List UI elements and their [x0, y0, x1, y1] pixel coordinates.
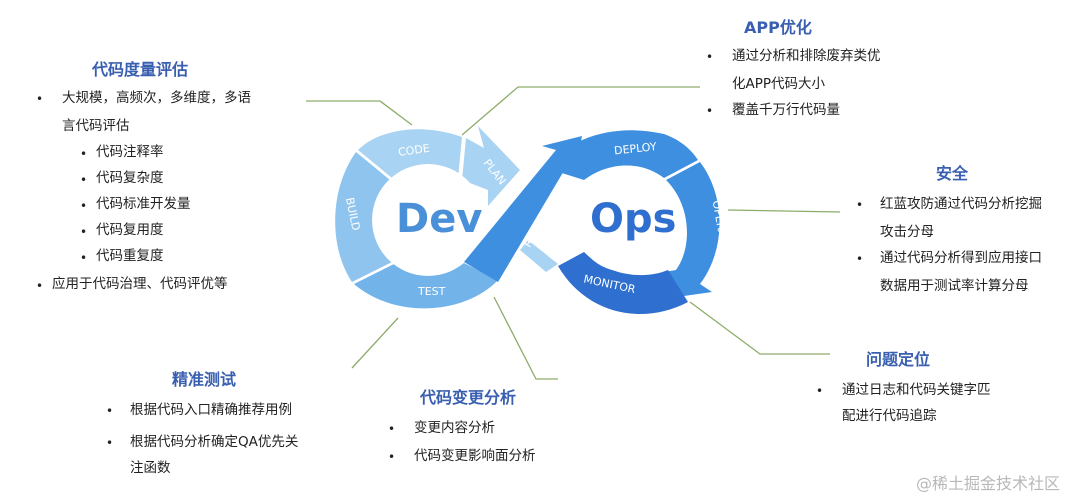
leader-line-security — [727, 209, 841, 213]
build-segment — [335, 152, 392, 282]
plan-segment — [462, 126, 520, 206]
metrics-sub-item: 代码注释率 — [96, 144, 164, 160]
metrics-line-3: 应用于代码治理、代码评优等 — [52, 276, 228, 292]
security-title: 安全 — [936, 164, 969, 183]
bullet-dot: • — [856, 198, 864, 212]
bullet-dot: • — [80, 173, 88, 187]
dev-loop — [335, 126, 520, 309]
metrics-title: 代码度量评估 — [92, 60, 189, 79]
stage-code-label: CODE — [397, 142, 430, 159]
metrics-sub-item: 代码重复度 — [96, 248, 164, 264]
security-line-4: 数据用于测试率计算分母 — [880, 278, 1029, 294]
bullet-dot: • — [80, 147, 88, 161]
testing-line-3: 注函数 — [130, 460, 171, 476]
bullet-dot: • — [106, 404, 114, 418]
app-line-1: 通过分析和排除废弃类优 — [732, 48, 881, 64]
security-line-3: 通过代码分析得到应用接口 — [880, 250, 1042, 266]
ops-label: Ops — [590, 196, 676, 242]
testing-line-1: 根据代码入口精确推荐用例 — [130, 402, 292, 418]
security-line-2: 攻击分母 — [880, 224, 934, 240]
metrics-sub-item: 代码复用度 — [96, 222, 164, 238]
app-line-3: 覆盖千万行代码量 — [732, 102, 840, 118]
stage-test-label: TEST — [417, 285, 446, 298]
metrics-line-1: 大规模，高频次，多维度，多语 — [62, 90, 251, 106]
bullet-dot: • — [80, 199, 88, 213]
stage-deploy-label: DEPLOY — [614, 140, 658, 157]
bullet-dot: • — [80, 225, 88, 239]
app-line-2: 化APP代码大小 — [732, 76, 826, 92]
metrics-sub-item: 代码复杂度 — [96, 170, 164, 186]
deploy-segment — [546, 130, 698, 180]
bullet-dot: • — [706, 50, 714, 64]
bullet-dot: • — [388, 422, 396, 436]
dev-label: Dev — [396, 196, 482, 242]
change-title: 代码变更分析 — [420, 388, 517, 407]
change-line-1: 变更内容分析 — [414, 420, 495, 436]
app-title: APP优化 — [744, 18, 812, 37]
release-underlay — [520, 240, 558, 272]
change-line-2: 代码变更影响面分析 — [414, 448, 536, 464]
monitor-segment — [558, 252, 688, 314]
bullet-dot: • — [80, 251, 88, 265]
issue-line-1: 通过日志和代码关键字匹 — [842, 382, 991, 398]
bullet-dot: • — [36, 92, 44, 106]
leader-line-app — [461, 86, 700, 136]
leader-line-testing — [351, 317, 399, 369]
bullet-dot: • — [106, 436, 114, 450]
bullet-dot: • — [856, 252, 864, 266]
test-segment — [354, 262, 498, 309]
watermark: @稀土掘金技术社区 — [916, 474, 1061, 493]
bullet-dot: • — [706, 104, 714, 118]
ops-loop — [546, 130, 720, 314]
dev-core — [372, 164, 484, 276]
leader-line-change — [493, 296, 558, 380]
issue-line-2: 配进行代码追踪 — [842, 408, 937, 424]
metrics-line-2: 言代码评估 — [62, 118, 130, 134]
metrics-sub-item: 代码标准开发量 — [96, 196, 191, 212]
bullet-dot: • — [816, 384, 824, 398]
leader-line-issue — [689, 301, 830, 355]
ops-core — [574, 168, 678, 272]
security-line-1: 红蓝攻防通过代码分析挖掘 — [880, 196, 1042, 212]
leader-line-metrics — [306, 100, 413, 126]
testing-line-2: 根据代码分析确定QA优先关 — [130, 434, 299, 450]
bullet-dot: • — [388, 450, 396, 464]
testing-title: 精准测试 — [172, 370, 237, 389]
issue-title: 问题定位 — [866, 350, 931, 369]
bullet-dot: • — [36, 279, 44, 293]
release-segment — [464, 136, 582, 282]
operate-segment — [664, 162, 720, 296]
